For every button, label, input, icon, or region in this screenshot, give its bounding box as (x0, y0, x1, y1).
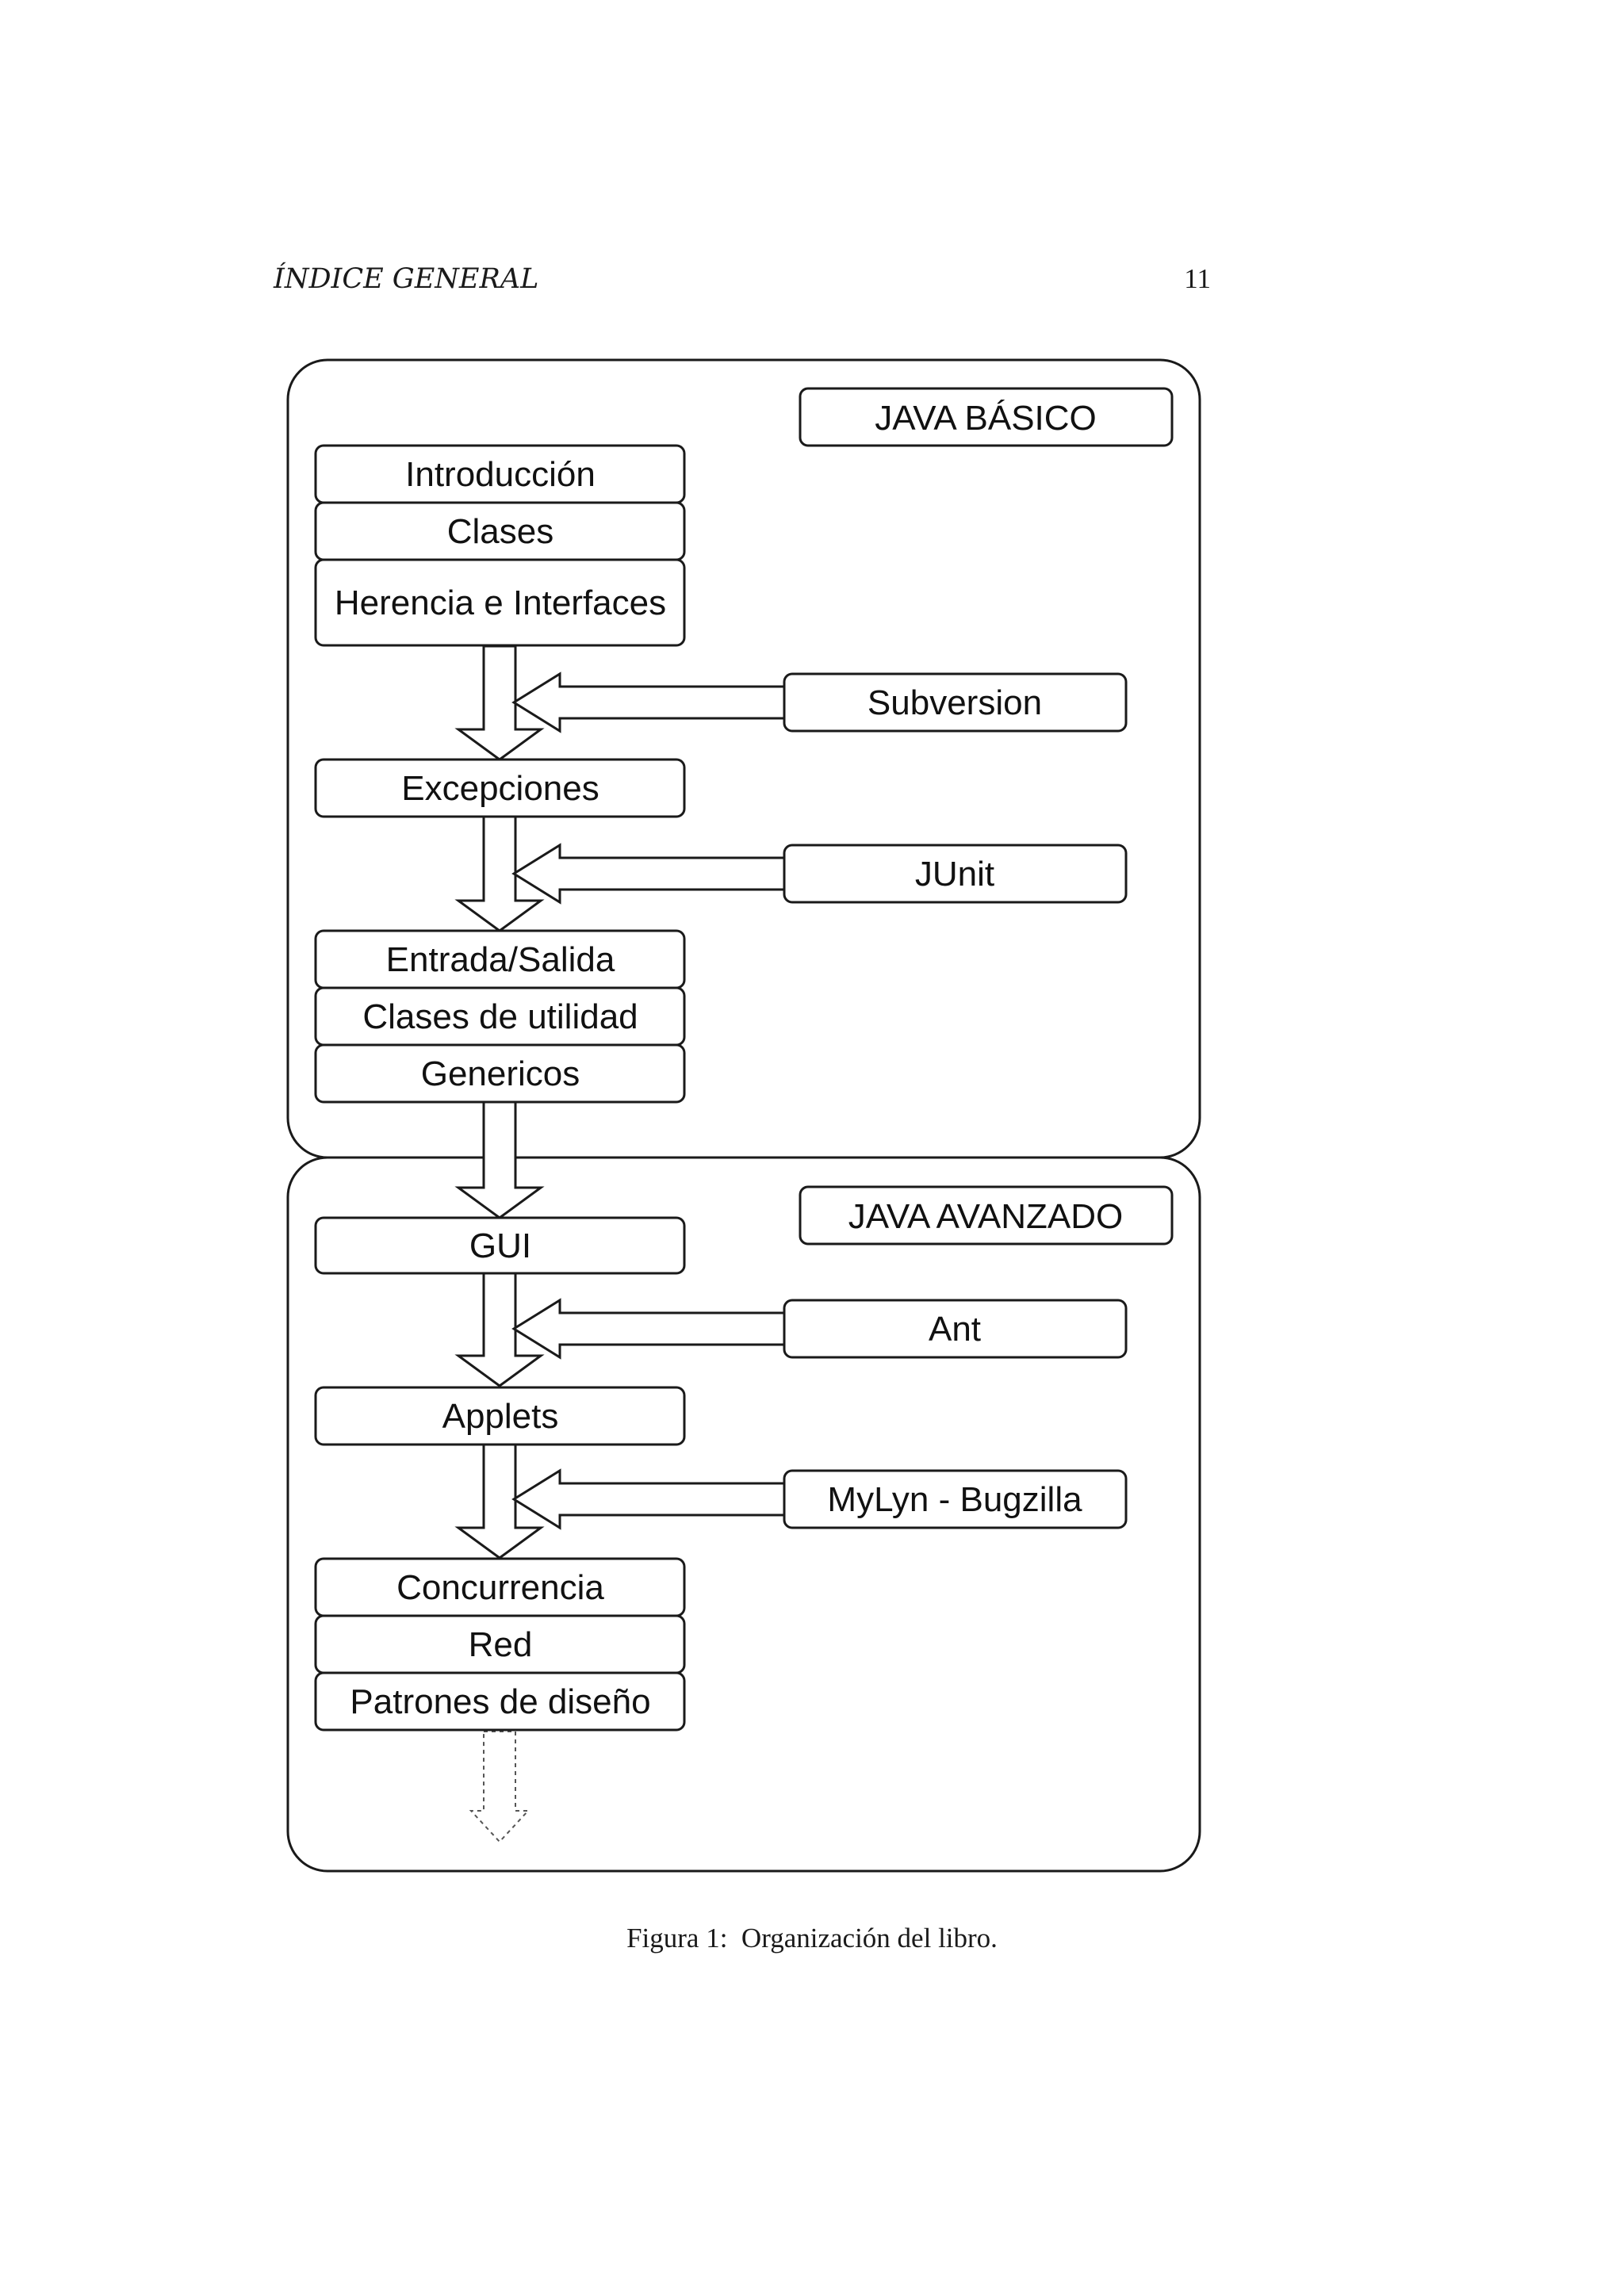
tool-label: Subversion (868, 683, 1042, 722)
chapter-box (314, 758, 686, 818)
chapter-label: GUI (469, 1226, 531, 1265)
flow-arrow-down (454, 1100, 545, 1219)
tool-box (783, 1299, 1128, 1359)
tool-arrow-left (511, 672, 786, 733)
tool-box (783, 1469, 1128, 1529)
tool-label: MyLyn - Bugzilla (827, 1480, 1082, 1519)
tool-label: Ant (929, 1310, 981, 1349)
chapter-label: Red (469, 1625, 533, 1664)
flow-arrow-down (454, 815, 545, 932)
section-label-basic: JAVA BÁSICO (875, 399, 1097, 438)
chapter-label: Clases de utilidad (362, 997, 638, 1036)
chapter-label: Entrada/Salida (386, 940, 615, 979)
caption-label: Figura 1: (626, 1923, 728, 1954)
flow-arrow-down (454, 1442, 545, 1559)
chapter-label: Herencia e Interfaces (335, 584, 666, 622)
tool-box (783, 672, 1128, 733)
chapter-box (314, 1386, 686, 1446)
page-header: ÍNDICE GENERAL 11 (274, 263, 1211, 303)
chapter-label: Genericos (421, 1054, 580, 1093)
chapter-label: Clases (447, 512, 554, 551)
figure-caption: Figura 1: Organización del libro. (0, 1923, 1624, 1954)
section-label-box-advanced (799, 1185, 1174, 1246)
chapter-label: Excepciones (401, 769, 599, 808)
page-number: 11 (1184, 263, 1211, 294)
continuation-arrow (469, 1731, 530, 1843)
section-label-advanced: JAVA AVANZADO (848, 1197, 1123, 1236)
chapter-label: Applets (442, 1397, 559, 1436)
flow-arrow-down (454, 645, 545, 761)
tool-arrow-left (511, 1298, 786, 1360)
tool-arrow-left (511, 843, 786, 905)
chapter-label: Patrones de diseño (350, 1682, 650, 1721)
caption-text: Organización del libro. (741, 1923, 998, 1954)
flow-arrow-down (454, 1270, 545, 1387)
chapter-label: Concurrencia (396, 1568, 604, 1607)
tool-box (783, 844, 1128, 904)
chapter-box (314, 1671, 686, 1732)
tool-label: JUnit (915, 855, 994, 894)
tool-arrow-left (511, 1468, 786, 1530)
chapter-label: Introducción (405, 455, 596, 494)
chapter-box (314, 1043, 686, 1104)
section-label-box-basic (799, 387, 1174, 447)
chapter-box (314, 1216, 686, 1275)
running-head: ÍNDICE GENERAL (274, 263, 539, 295)
chapter-box (314, 558, 686, 647)
